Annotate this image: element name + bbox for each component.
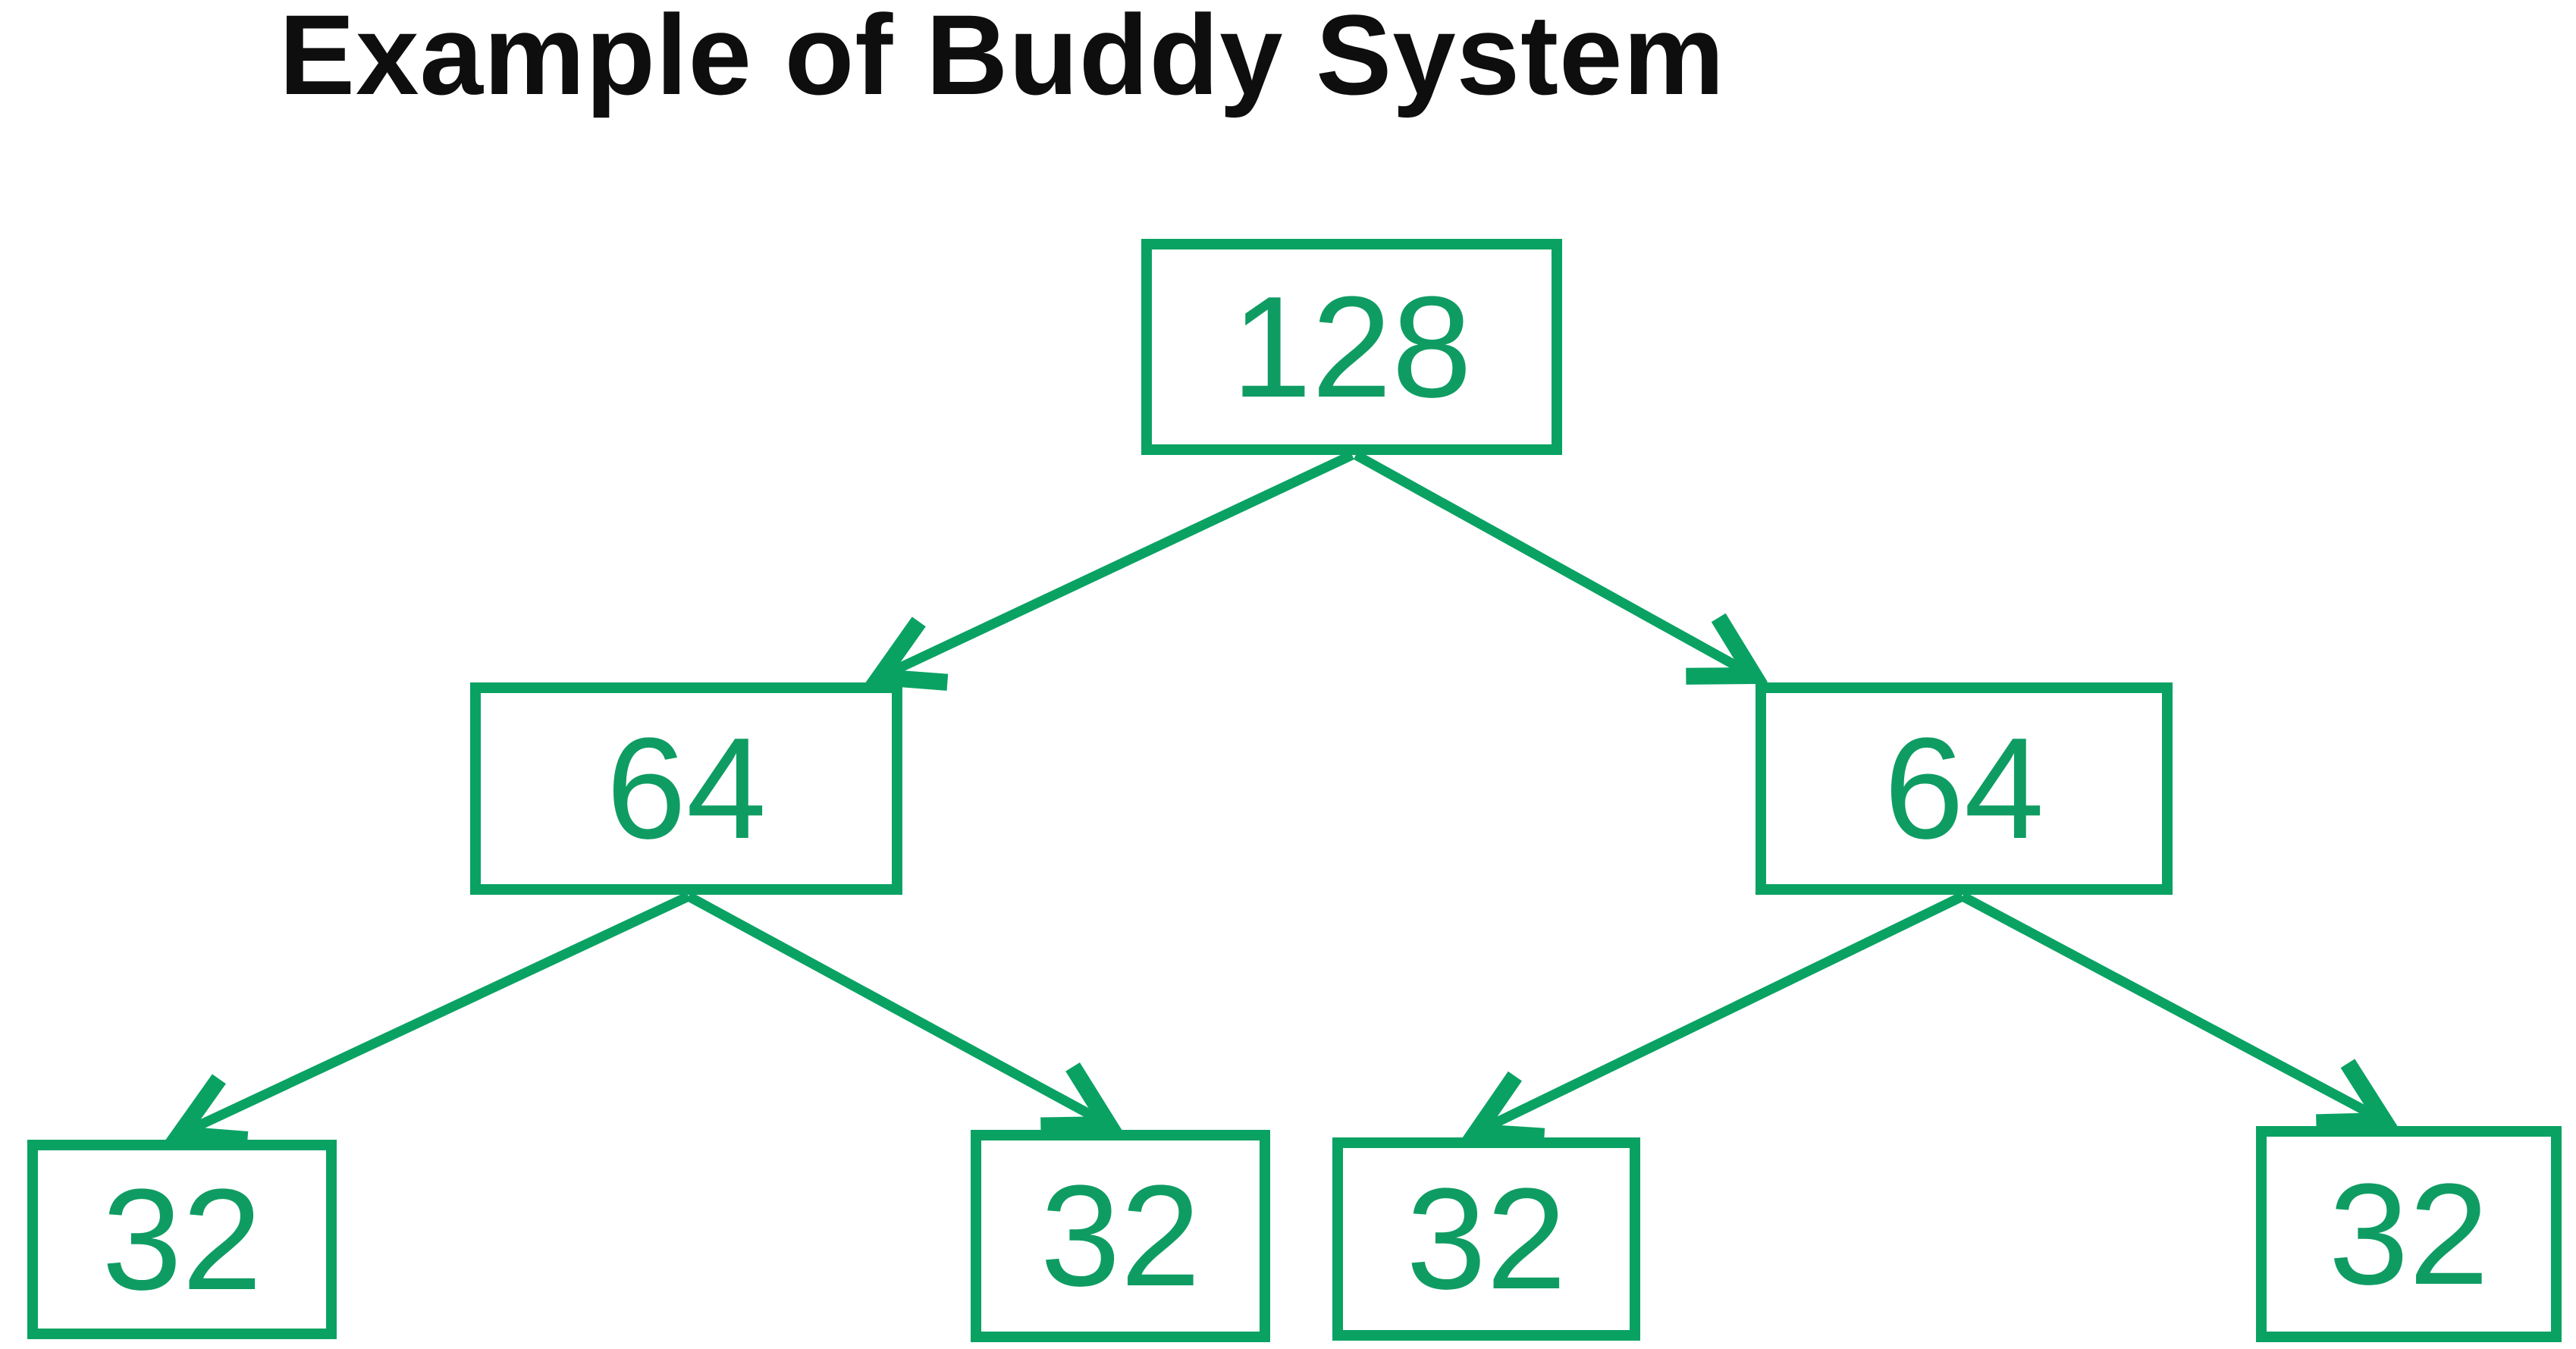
tree-node-64-right: 64 <box>1756 682 2173 895</box>
tree-node-128-label: 128 <box>1231 266 1472 428</box>
diagram-title: Example of Buddy System <box>279 0 1725 118</box>
tree-node-32-4: 32 <box>2256 1126 2562 1342</box>
tree-node-128: 128 <box>1141 239 1562 455</box>
tree-node-32-1-label: 32 <box>102 1159 262 1320</box>
tree-node-32-3-label: 32 <box>1406 1159 1567 1319</box>
edge-root-to-right-64 <box>1353 450 1754 676</box>
edge-root-to-left-64 <box>880 450 1354 677</box>
tree-node-32-2: 32 <box>971 1130 1270 1342</box>
tree-node-32-2-label: 32 <box>1040 1156 1201 1316</box>
edge-right-64-to-32-3 <box>1476 892 1965 1132</box>
edge-left-64-to-32-2 <box>686 892 1109 1125</box>
tree-node-32-4-label: 32 <box>2328 1153 2490 1315</box>
tree-node-64-left: 64 <box>470 682 902 895</box>
tree-node-32-1: 32 <box>27 1140 337 1339</box>
tree-node-32-3: 32 <box>1332 1137 1640 1341</box>
edge-right-64-to-32-4 <box>1959 892 2384 1121</box>
tree-node-64-left-label: 64 <box>606 708 767 869</box>
tree-node-64-right-label: 64 <box>1884 708 2044 869</box>
edge-left-64-to-32-1 <box>180 892 691 1134</box>
